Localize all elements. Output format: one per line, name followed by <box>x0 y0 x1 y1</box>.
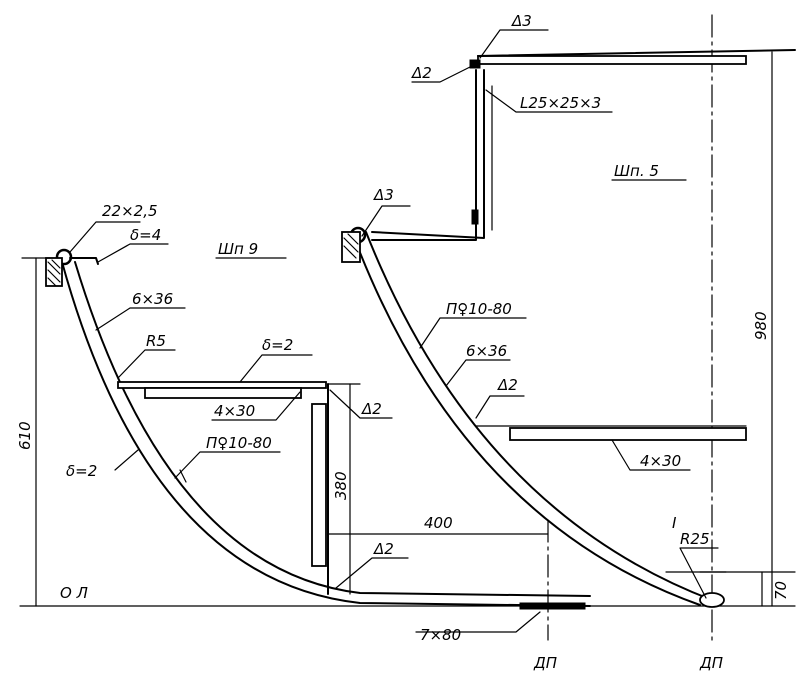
label-delta4: δ=4 <box>130 226 161 244</box>
label-flange-right: 4×30 <box>640 452 681 470</box>
leader-profile-left <box>174 451 281 479</box>
leader-profile-right <box>419 317 527 349</box>
label-delta2-shell: δ=2 <box>66 462 97 480</box>
label-height380: 380 <box>332 471 350 500</box>
label-top-delta2: Δ2 <box>411 64 432 82</box>
fender-left-hatch <box>47 259 61 287</box>
fender-left <box>45 257 63 287</box>
label-flat-right: 6×36 <box>466 342 507 360</box>
label-profile-right: П♀10-80 <box>446 300 512 318</box>
label-delta-right: Δ2 <box>497 376 518 394</box>
label-frame9: Шп 9 <box>218 240 258 258</box>
leader-keel <box>415 611 541 633</box>
stanchion-left <box>311 403 327 567</box>
fender-right <box>341 231 361 263</box>
label-radius25: R25 <box>680 530 710 548</box>
label-ibeam: Ⅰ <box>672 514 677 532</box>
label-tube: 22×2,5 <box>102 202 158 220</box>
leader-4x30-right <box>611 439 691 471</box>
label-dp-right: ДП <box>699 654 723 672</box>
leader-6x36-left <box>95 307 186 331</box>
upper-deck-top <box>477 49 796 57</box>
frame5-shell-outer <box>351 231 701 606</box>
label-delta-bottom: Δ2 <box>373 540 394 558</box>
leader-delta-right <box>475 395 525 419</box>
weld-top <box>469 59 481 69</box>
frame9-shell-outer <box>61 261 591 607</box>
leader-r25 <box>679 547 719 599</box>
label-height980: 980 <box>752 311 770 340</box>
label-left-delta3: Δ3 <box>373 186 394 204</box>
upper-wall-inner <box>371 69 477 241</box>
leader-delta-bottom <box>335 557 409 589</box>
frame9-shell-inner <box>74 261 591 597</box>
leader-4x30-left <box>211 391 301 421</box>
frame-5 <box>215 29 796 608</box>
leader-top-delta3 <box>479 29 549 59</box>
label-dp-left: ДП <box>533 654 557 672</box>
gunwale-left <box>69 257 99 265</box>
label-radius5: R5 <box>146 332 166 350</box>
leader-delta2-knee <box>329 389 393 419</box>
label-height610: 610 <box>16 421 34 450</box>
label-height70: 70 <box>772 581 790 600</box>
leader-delta2-shell <box>114 449 139 471</box>
label-keel-plate: 7×80 <box>420 626 461 644</box>
label-flat-left: 6×36 <box>132 290 173 308</box>
label-top-delta3: Δ3 <box>511 12 532 30</box>
weld-corner <box>471 209 479 225</box>
leader-delta2-plate <box>239 354 313 383</box>
keel-right <box>699 592 725 608</box>
fender-right-hatch <box>343 233 359 259</box>
seat-flange-left <box>144 387 302 399</box>
leader-top-delta2 <box>411 65 473 83</box>
label-profile-left: П♀10-80 <box>206 434 272 452</box>
leader-tube <box>69 221 141 253</box>
upper-wall <box>371 69 485 239</box>
keel-plate <box>519 602 586 610</box>
seat-plate-right <box>509 427 747 441</box>
leader-left-delta3 <box>361 205 411 237</box>
leader-6x36-right <box>445 359 511 387</box>
label-delta-left-knee: Δ2 <box>361 400 382 418</box>
leader-r5 <box>117 349 176 379</box>
label-delta2-plate: δ=2 <box>262 336 293 354</box>
leader-angle <box>485 89 613 113</box>
label-flange-left: 4×30 <box>214 402 255 420</box>
frame-9 <box>21 221 591 633</box>
frame5-shell-inner <box>365 231 713 601</box>
label-angle-profile: L25×25×3 <box>520 94 601 112</box>
label-frame5: Шп. 5 <box>614 162 659 180</box>
upper-deck <box>477 55 747 65</box>
label-baseline: О Л <box>60 584 88 602</box>
label-width400: 400 <box>424 514 453 532</box>
leader-delta4 <box>97 243 169 263</box>
